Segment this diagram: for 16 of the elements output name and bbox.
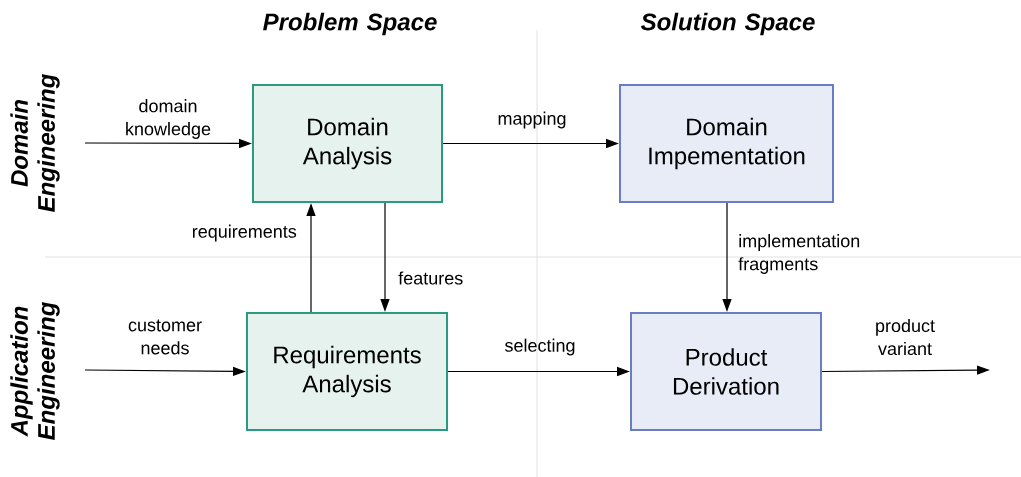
heading: Problem Space	[263, 12, 437, 36]
edge-label: customer needs	[128, 319, 202, 355]
heading: Application Engineering	[10, 302, 60, 440]
edge-label: product variant	[876, 318, 935, 356]
edge-label: mapping	[498, 111, 566, 129]
process-box: Domain Analysis	[252, 84, 443, 203]
edge-label: requirements	[192, 224, 297, 242]
edge-label: implementation fragments	[738, 234, 860, 274]
heading: Solution Space	[640, 12, 815, 36]
edge-label: features	[398, 271, 463, 285]
edge-label: selecting	[505, 338, 575, 356]
edge-label: domain knowledge	[126, 99, 211, 139]
process-box: Product Derivation	[630, 312, 822, 431]
process-box: Requirements Analysis	[246, 312, 448, 431]
heading: Domain Engineering	[10, 74, 60, 212]
process-box: Domain Impementation	[619, 84, 834, 203]
